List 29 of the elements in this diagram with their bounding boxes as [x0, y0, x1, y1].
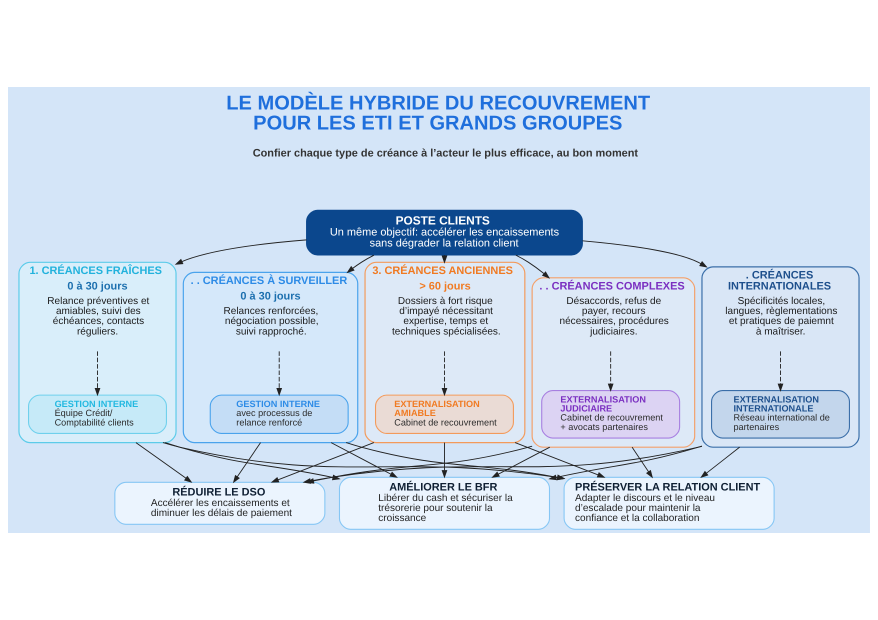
diagram-title: LE MODÈLE HYBRIDE DU RECOUVREMENT POUR LES ETI ET GRANDS GROUPES — [226, 92, 650, 135]
arrow — [700, 446, 740, 478]
node-box: RÉDUIRE LE DSO Accélérer les encaissements et diminuer les délais de paiement — [114, 482, 326, 525]
arrow — [582, 240, 708, 268]
node-box: EXTERNALISATION INTERNATIONALE Réseau international de partenaires — [711, 390, 850, 439]
node-box: EXTERNALISATION JUDICIAIRE Cabinet de recouvrement + avocats partenaires — [541, 390, 680, 439]
arrow — [232, 442, 262, 484]
arrow — [346, 442, 566, 480]
arrow — [608, 350, 614, 392]
node-box: GESTION INTERNE Équipe Crédit/ Comptabilité clients — [28, 394, 167, 434]
arrow — [135, 442, 192, 483]
arrow — [491, 446, 550, 478]
arrow — [514, 442, 606, 478]
arrow — [174, 239, 307, 265]
arrow — [346, 254, 374, 274]
arrow — [632, 446, 653, 478]
label: Confier chaque type de créance à l’acteur le plus efficace, au bon moment — [252, 147, 638, 160]
arrow — [442, 442, 448, 478]
arrow — [276, 350, 282, 396]
node-box: EXTERNALISATION AMIABLE Cabinet de recouvrement — [375, 394, 514, 434]
arrow — [548, 446, 702, 480]
arrow — [330, 442, 398, 478]
node-box: AMÉLIORER LE BFR Libérer du cash et sécuriser la trésorerie pour soutenir la croissance — [338, 476, 550, 530]
arrow — [94, 350, 100, 396]
arrow — [442, 254, 448, 264]
node-box: PRÉSERVER LA RELATION CLIENT Adapter le discours et le niveau d’escalade pour maintenir la confiance et la collaboration — [564, 476, 775, 530]
arrow — [442, 350, 448, 396]
node-box: GESTION INTERNE avec processus de relance renforcé — [210, 394, 349, 434]
arrow — [778, 350, 784, 392]
